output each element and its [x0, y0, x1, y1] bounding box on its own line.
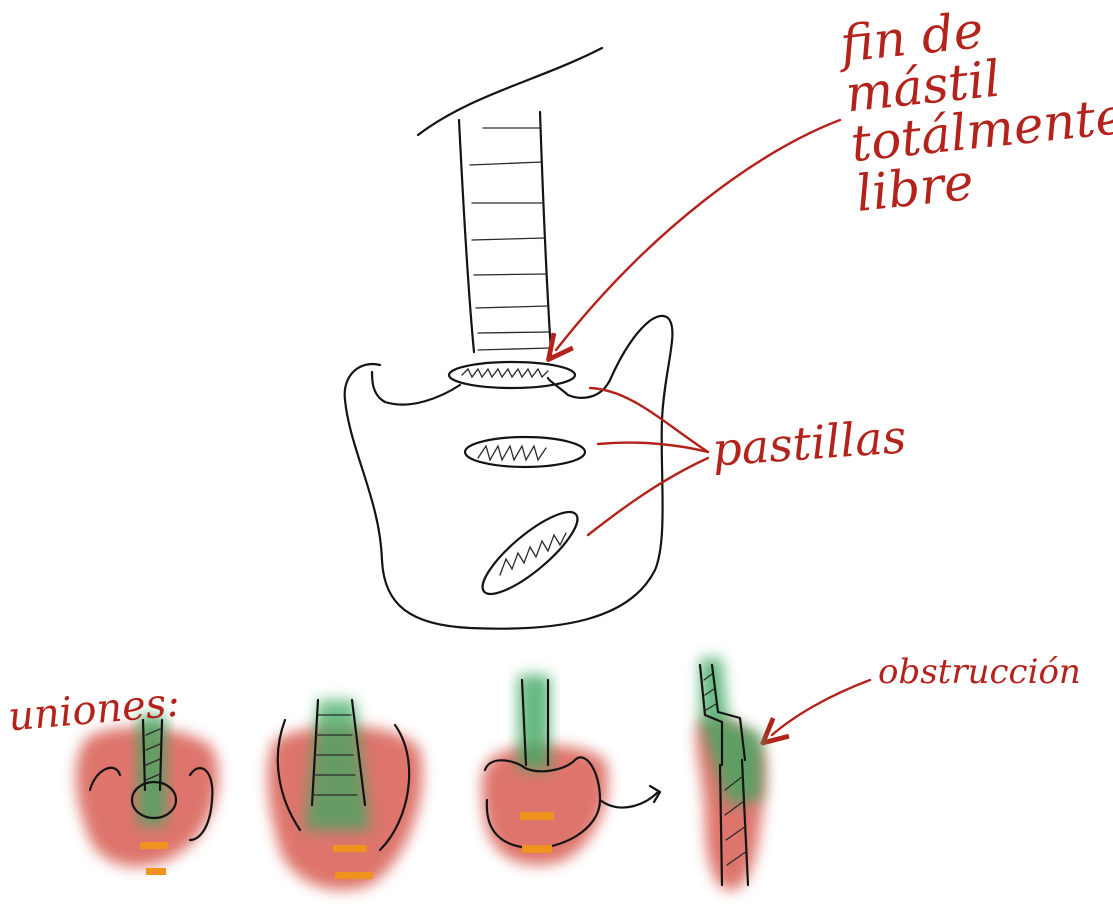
neck-left-edge — [459, 120, 474, 352]
pickups-note: pastillas — [711, 413, 908, 472]
pickup-middle — [465, 437, 585, 467]
joint-diagram-2 — [268, 700, 423, 890]
joint-diagram-3 — [482, 675, 660, 865]
transition-arrow — [600, 792, 658, 808]
guitar-main-sketch — [345, 48, 673, 629]
joint-diagram-1 — [76, 715, 219, 875]
frets — [470, 128, 551, 350]
neck-right-edge — [540, 112, 551, 352]
pickup-neck — [449, 362, 575, 388]
joint-diagram-4 — [697, 658, 766, 890]
neck-end-arrow — [556, 120, 840, 350]
neck-end-note: fin de mástil totálmente libre — [838, 0, 1113, 219]
obstruction-note: obstrucción — [878, 655, 1081, 689]
obstruction-arrow — [772, 680, 870, 735]
pickup-bridge — [472, 501, 587, 606]
